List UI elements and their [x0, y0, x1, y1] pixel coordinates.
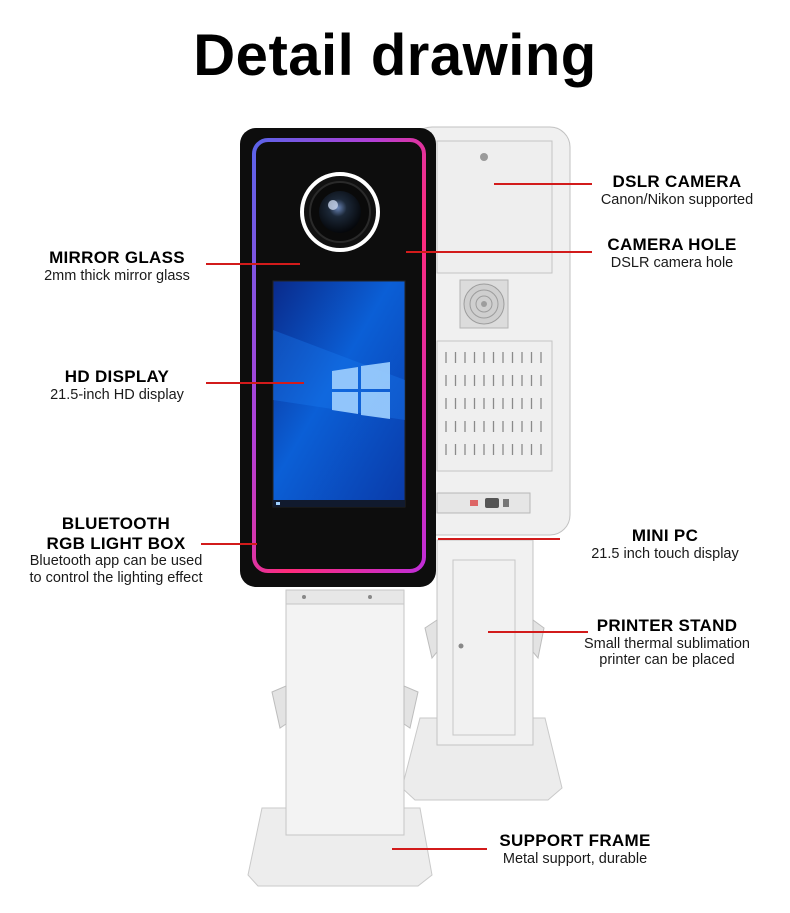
bluetooth-heading-2: RGB LIGHT BOX: [46, 533, 186, 553]
label-dslr-camera: DSLR CAMERA Canon/Nikon supported: [582, 172, 772, 208]
front-stand: [247, 589, 433, 887]
mirror-glass-heading: MIRROR GLASS: [49, 248, 185, 267]
camera-hole-desc: DSLR camera hole: [610, 254, 734, 271]
leader-camera-hole: [406, 251, 592, 253]
leader-hd-display: [206, 382, 304, 384]
fan-grille: [459, 279, 509, 329]
dslr-camera-heading: DSLR CAMERA: [612, 172, 742, 191]
label-hd-display: HD DISPLAY 21.5-inch HD display: [22, 367, 212, 403]
label-mini-pc: MINI PC 21.5 inch touch display: [570, 526, 760, 562]
hd-screen: [272, 280, 406, 508]
bluetooth-desc-2: to control the lighting effect: [29, 569, 203, 586]
label-camera-hole: CAMERA HOLE DSLR camera hole: [582, 235, 762, 271]
rear-unit: [401, 126, 571, 801]
leader-mini-pc: [438, 538, 560, 540]
bluetooth-heading-1: BLUETOOTH: [61, 514, 171, 533]
camera-lens-icon: [300, 172, 380, 252]
leader-support-frame: [392, 848, 487, 850]
leader-mirror-glass: [206, 263, 300, 265]
bluetooth-desc-1: Bluetooth app can be used: [29, 553, 203, 570]
windows-logo-icon: [332, 362, 390, 419]
label-printer-stand: PRINTER STAND Small thermal sublimation …: [572, 616, 762, 669]
mini-pc-heading: MINI PC: [631, 526, 699, 545]
printer-stand-desc-2: printer can be placed: [599, 652, 735, 669]
page-title: Detail drawing: [193, 23, 597, 88]
mirror-glass-desc: 2mm thick mirror glass: [44, 267, 190, 284]
front-cabinet: [240, 128, 436, 587]
leader-printer-stand: [488, 631, 588, 633]
camera-hole-heading: CAMERA HOLE: [607, 235, 737, 254]
leader-dslr-camera: [494, 183, 592, 185]
hd-display-heading: HD DISPLAY: [64, 367, 170, 386]
mini-pc-desc: 21.5 inch touch display: [591, 545, 739, 562]
printer-stand-heading: PRINTER STAND: [596, 616, 738, 635]
dslr-camera-desc: Canon/Nikon supported: [600, 191, 754, 208]
label-support-frame: SUPPORT FRAME Metal support, durable: [480, 831, 670, 867]
hd-display-desc: 21.5-inch HD display: [50, 386, 184, 403]
printer-stand-desc-1: Small thermal sublimation: [583, 635, 750, 652]
label-mirror-glass: MIRROR GLASS 2mm thick mirror glass: [22, 248, 212, 284]
support-frame-heading: SUPPORT FRAME: [499, 831, 651, 850]
support-frame-desc: Metal support, durable: [502, 850, 648, 867]
leader-bluetooth: [201, 543, 257, 545]
label-bluetooth: BLUETOOTH RGB LIGHT BOX Bluetooth app ca…: [6, 514, 226, 586]
